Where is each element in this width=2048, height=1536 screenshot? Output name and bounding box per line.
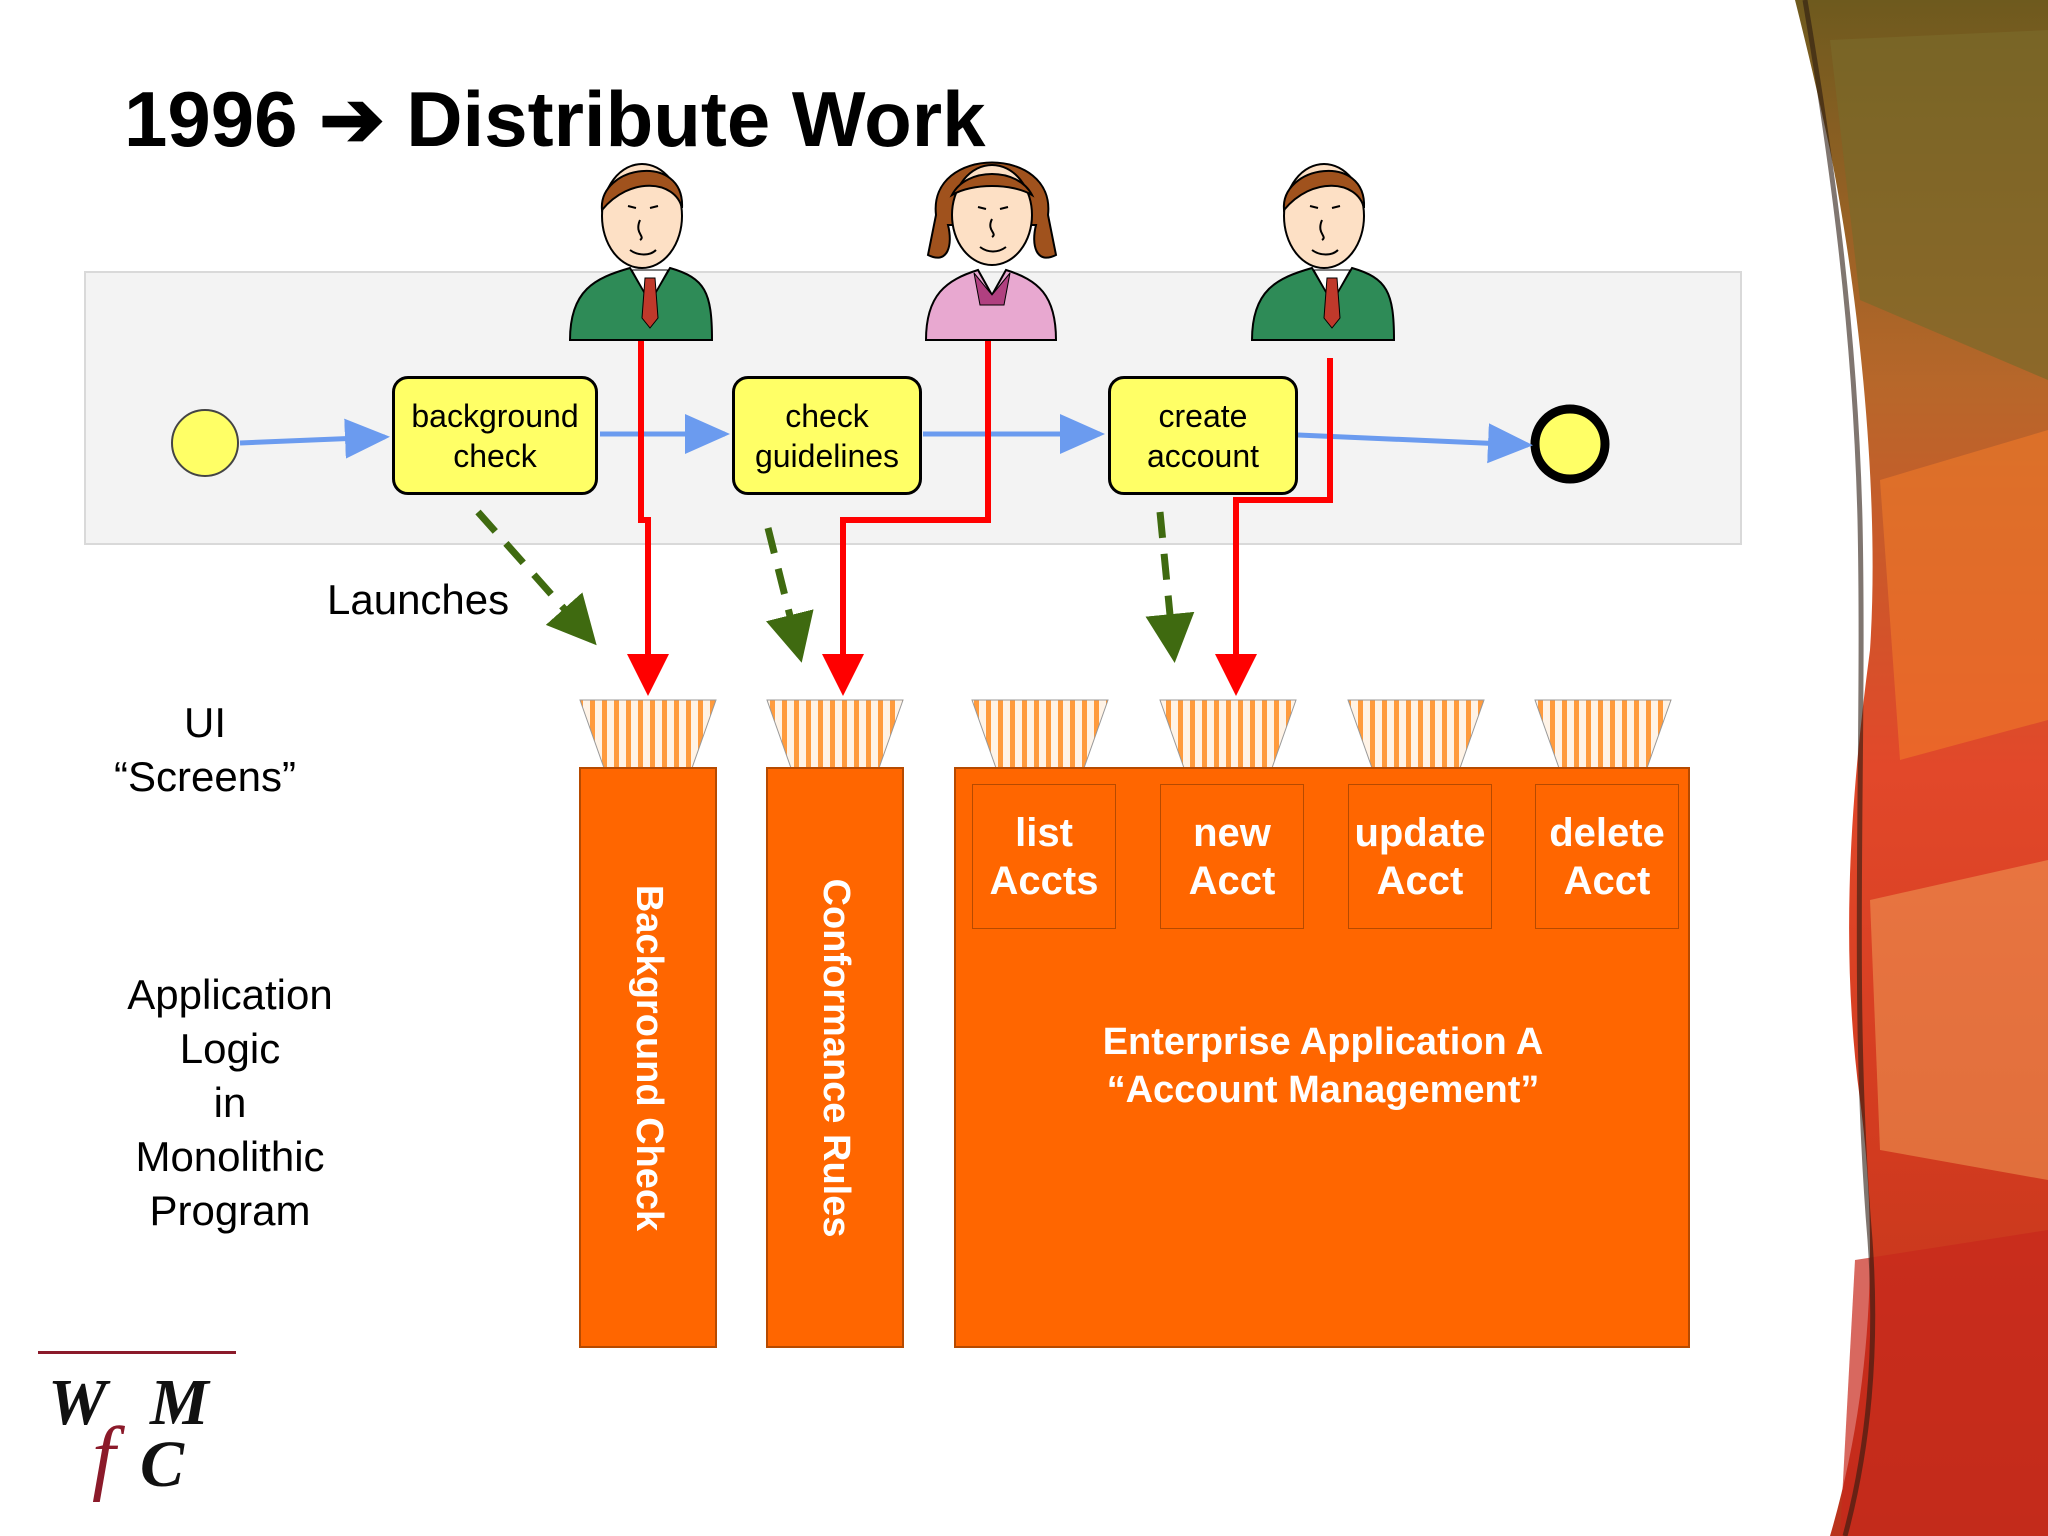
- launch-guidelines: [764, 527, 814, 663]
- launch-create: [1145, 511, 1195, 663]
- conformance-rules-app[interactable]: [766, 767, 904, 1348]
- screen-delete-acct[interactable]: delete Acct: [1535, 784, 1679, 929]
- slide-title: 1996 ➔ Distribute Work: [124, 75, 986, 163]
- assign-worker-3: [1215, 358, 1333, 696]
- screen-update-acct[interactable]: update Acct: [1348, 784, 1492, 929]
- screen-label: update Acct: [1354, 810, 1486, 903]
- assign-worker-1: [627, 340, 669, 696]
- launches-label: Launches: [327, 576, 510, 623]
- funnel-background-check: [579, 699, 717, 769]
- conformance-rules-label: Conformance Rules: [815, 878, 857, 1238]
- background-check-app[interactable]: [579, 767, 717, 1348]
- task-check-guidelines[interactable]: check guidelines: [732, 376, 922, 495]
- decorative-background-art: [1795, 0, 2048, 1536]
- flow-create-to-end: [1297, 423, 1533, 464]
- funnel-list-accts: [971, 699, 1109, 769]
- funnel-new-acct: [1159, 699, 1297, 769]
- svg-text:W: W: [48, 1366, 111, 1439]
- assign-worker-2: [822, 340, 991, 696]
- ui-screen-funnels: [579, 699, 1672, 769]
- end-event[interactable]: [1530, 404, 1610, 484]
- wfmc-logo: W f M C: [48, 1366, 211, 1503]
- man-worker-icon: [1250, 163, 1396, 341]
- task-label: background check: [411, 397, 579, 474]
- enterprise-application-title: Enterprise Application A “Account Manage…: [1102, 1021, 1544, 1111]
- screen-label: delete Acct: [1549, 810, 1665, 903]
- man-worker-icon: [568, 163, 714, 341]
- assignment-lines: [627, 340, 1333, 696]
- task-label: create account: [1146, 397, 1260, 474]
- ui-screens-label: UI “Screens”: [113, 699, 297, 800]
- woman-worker-icon: [924, 161, 1058, 341]
- flow-start-to-background: [239, 418, 390, 459]
- sequence-flows: [239, 414, 1533, 464]
- funnel-delete-acct: [1534, 699, 1672, 769]
- svg-text:C: C: [140, 1428, 185, 1501]
- task-create-account[interactable]: create account: [1108, 376, 1298, 495]
- start-event[interactable]: [171, 409, 239, 477]
- task-label: check guidelines: [754, 397, 900, 474]
- funnel-conformance: [766, 699, 904, 769]
- launch-arrows: [475, 509, 1195, 663]
- wfmc-logo-strip: [38, 1351, 236, 1366]
- screen-new-acct[interactable]: new Acct: [1160, 784, 1304, 929]
- screen-label: new Acct: [1188, 810, 1276, 903]
- background-check-label: Background Check: [628, 884, 670, 1232]
- svg-text:M: M: [149, 1366, 211, 1439]
- launch-background: [475, 509, 597, 646]
- task-background-check[interactable]: background check: [392, 376, 598, 495]
- application-logic-label: Application Logic in Monolithic Program: [127, 971, 333, 1234]
- screen-label: list Accts: [989, 810, 1099, 903]
- svg-text:f: f: [92, 1410, 126, 1503]
- funnel-update-acct: [1347, 699, 1485, 769]
- screen-list-accts[interactable]: list Accts: [972, 784, 1116, 929]
- enterprise-application[interactable]: [954, 767, 1690, 1348]
